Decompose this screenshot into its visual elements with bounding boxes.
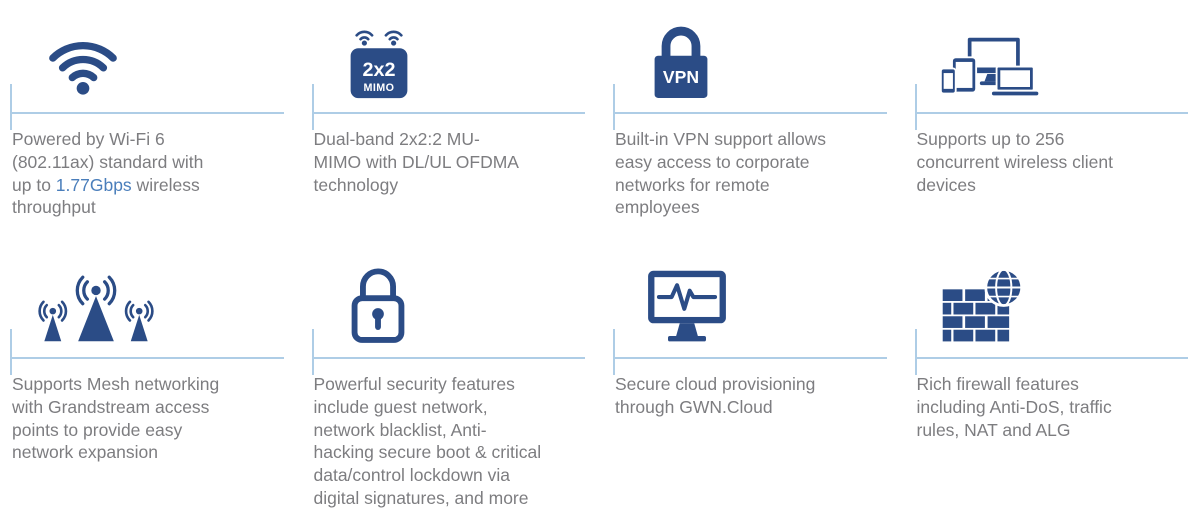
feature-text: Supports Mesh networking with Grandstrea… (12, 374, 220, 463)
mimo-badge-bottom-label: MIMO (363, 82, 394, 94)
vpn-lock-icon: VPN (654, 26, 708, 98)
feature-mesh: Supports Mesh networking with Grandstrea… (10, 249, 284, 510)
lock-icon-area (312, 249, 586, 345)
feature-security: Powerful security features include guest… (311, 249, 586, 510)
devices-icon-area (915, 4, 1189, 100)
mimo-icon-area: 2x2 MIMO (312, 4, 586, 100)
devices-icon (939, 35, 1040, 98)
text-segment: wireless throughput (12, 174, 200, 218)
wifi-icon (49, 42, 117, 95)
mimo-2x2-icon: 2x2 MIMO (350, 30, 407, 99)
divider-line (311, 329, 585, 375)
monitor-icon-area (613, 249, 887, 345)
mesh-icon-area (10, 249, 284, 345)
divider-line (10, 329, 284, 375)
mimo-badge-top-label: 2x2 (362, 59, 395, 81)
vpn-badge-label: VPN (663, 67, 699, 87)
divider-line (613, 84, 887, 130)
feature-text: Powered by Wi-Fi 6 (802.11ax) standard w… (12, 128, 216, 219)
feature-wifi6: Powered by Wi-Fi 6 (802.11ax) standard w… (10, 4, 284, 219)
text-segment: Powered by Wi-Fi 6 (802.11ax) standard w… (12, 129, 204, 195)
feature-text: Powerful security features include guest… (313, 374, 542, 508)
feature-text: Dual-band 2x2:2 MU-MIMO with DL/UL OFDMA… (313, 129, 519, 195)
feature-firewall: Rich firewall features including Anti-Do… (914, 249, 1189, 510)
padlock-icon (351, 268, 404, 343)
cloud-monitor-icon (648, 270, 726, 342)
mesh-antennas-icon (38, 275, 154, 342)
firewall-globe-icon (942, 268, 1023, 342)
feature-vpn: VPN Built-in VPN support allows easy acc… (613, 4, 887, 219)
feature-text: Supports up to 256 concurrent wireless c… (916, 129, 1113, 195)
accent-text: 1.77Gbps (55, 174, 132, 195)
divider-line (914, 329, 1188, 375)
feature-text: Secure cloud provisioning through GWN.Cl… (615, 374, 816, 417)
divider-line (613, 329, 887, 375)
divider-line (914, 84, 1188, 130)
firewall-icon-area (915, 249, 1189, 345)
divider-line (311, 84, 585, 130)
feature-text: Built-in VPN support allows easy access … (615, 129, 827, 218)
vpn-icon-area: VPN (613, 4, 887, 100)
feature-mu-mimo: 2x2 MIMO Dual-band 2x2:2 MU-MIMO with DL… (311, 4, 586, 219)
wifi-icon-area (10, 4, 284, 100)
feature-text: Rich firewall features including Anti-Do… (916, 374, 1112, 440)
divider-line (10, 84, 284, 130)
feature-cloud: Secure cloud provisioning through GWN.Cl… (613, 249, 887, 510)
feature-client-devices: Supports up to 256 concurrent wireless c… (914, 4, 1189, 219)
